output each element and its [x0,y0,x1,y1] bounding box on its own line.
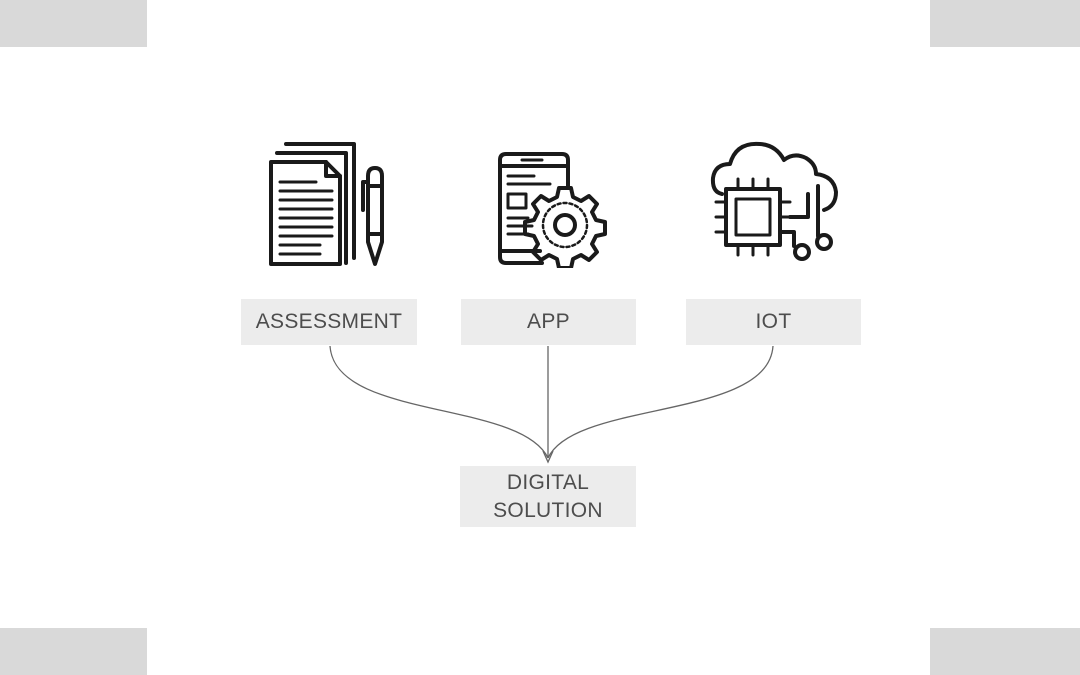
iot-label: IOT [755,310,792,333]
phone-gear-icon [498,152,607,268]
assessment-box: ASSESSMENT [241,299,417,345]
corner-block-bottom-right [930,628,1080,675]
digital-solution-line1: DIGITAL [506,470,590,494]
corner-block-top-left [0,0,147,47]
connector-iot [547,345,774,459]
iot-box: IOT [686,299,861,345]
corner-block-bottom-left [0,628,147,675]
cloud-chip-icon [710,141,838,261]
app-box: APP [461,299,636,345]
documents-pen-icon [269,142,384,266]
arrowhead [542,450,554,464]
connector-assessment [329,345,549,459]
assessment-label: ASSESSMENT [255,310,403,333]
corner-block-top-right [930,0,1080,47]
app-label: APP [527,310,570,333]
digital-solution-box: DIGITAL SOLUTION [460,466,636,527]
digital-solution-line2: SOLUTION [493,498,603,522]
